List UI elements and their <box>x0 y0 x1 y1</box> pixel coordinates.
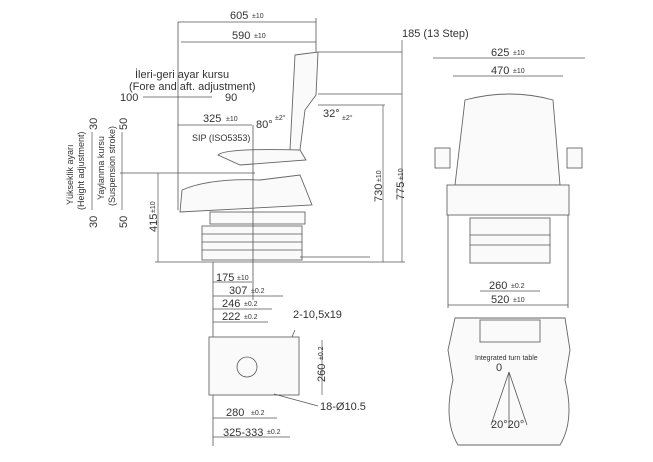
height-down: 30 <box>88 216 100 228</box>
angle-80: 80° <box>256 119 273 131</box>
dim-625: 625 <box>491 47 509 59</box>
tol-246: ±0.2 <box>244 301 258 308</box>
angle-32: 32° <box>323 108 340 120</box>
base-plate-view: 175 ±10 307 ±0.2 246 ±0.2 222 ±0.2 2-10,… <box>208 262 366 446</box>
dim-730: 730 <box>373 184 385 202</box>
dim-325-333: 325-333 <box>223 427 263 439</box>
dim-415: 415 <box>148 214 160 232</box>
top-view: Integrated turn table 0 20°20° <box>447 317 571 446</box>
height-up: 30 <box>88 118 100 130</box>
tol-280: ±0.2 <box>251 410 265 417</box>
dim-605: 605 <box>230 10 248 22</box>
backrest-step: 185 (13 Step) <box>402 28 469 40</box>
holes-label: 18-Ø10.5 <box>320 401 366 413</box>
height-adj-tr: Yükseklik ayarı <box>65 144 75 205</box>
dim-590: 590 <box>232 30 250 42</box>
tol-625: ±10 <box>513 50 525 57</box>
tol-260: ±0.2 <box>318 346 325 360</box>
turn-table-label: Integrated turn table <box>475 355 538 362</box>
tol-325-333: ±0.2 <box>267 429 281 436</box>
tol-520: ±10 <box>513 297 525 304</box>
suspension-bellows <box>201 225 303 261</box>
dim-775: 775 <box>395 182 407 200</box>
susp-down: 50 <box>118 216 130 228</box>
fore-aft-label-en: (Fore and aft. adjustment) <box>129 81 256 93</box>
slots-label: 2-10,5x19 <box>293 309 342 321</box>
side-view: 605 ±10 590 ±10 185 (13 Step) İleri-geri… <box>65 10 469 300</box>
tol-590: ±10 <box>254 33 266 40</box>
tol-775: ±10 <box>398 168 405 180</box>
suspension-front <box>469 217 551 264</box>
tol-307: ±0.2 <box>251 288 265 295</box>
susp-up: 50 <box>118 118 130 130</box>
dim-520: 520 <box>491 294 509 306</box>
turn-zero: 0 <box>496 362 502 374</box>
front-view: 625 ±10 470 ±10 260 ±0.2 520 ±10 <box>433 47 585 308</box>
backrest-front-shape <box>454 93 561 186</box>
left-armrest <box>434 147 451 169</box>
turn-hole <box>236 356 258 378</box>
dim-325: 325 <box>203 113 221 125</box>
fore-aft-label-tr: İleri-geri ayar kursu <box>135 68 229 81</box>
tol-32: ±2° <box>342 114 353 122</box>
dim-470: 470 <box>491 65 509 77</box>
base-plate-shape <box>208 336 300 396</box>
height-adj-en: (Height adjustment) <box>76 131 86 210</box>
susp-tr: Yaylanma kursu <box>96 136 106 200</box>
dim-260: 260 <box>316 364 328 382</box>
dim-280: 280 <box>226 407 244 419</box>
tol-175: ±10 <box>237 275 249 282</box>
tol-80: ±2° <box>275 114 286 122</box>
backrest-shape <box>289 51 319 151</box>
dim-246: 246 <box>222 298 240 310</box>
turn-angles: 20°20° <box>491 419 524 431</box>
dim-front-260: 260 <box>489 280 507 292</box>
seat-cushion-shape <box>179 174 313 213</box>
backrest-top <box>479 319 541 343</box>
slide-rail <box>209 211 306 225</box>
tol-730: ±10 <box>376 170 383 182</box>
fore-max: 90 <box>225 92 237 104</box>
susp-en: (Suspension stroke) <box>107 126 117 206</box>
dim-175: 175 <box>216 272 234 284</box>
dim-222: 222 <box>222 311 240 323</box>
fore-min: 100 <box>120 92 138 104</box>
tol-325: ±10 <box>226 116 238 123</box>
dim-307: 307 <box>229 285 247 297</box>
tol-415: ±10 <box>150 201 157 213</box>
armrest-shape <box>217 149 307 166</box>
sip-label: SIP (ISO5353) <box>192 133 250 143</box>
tol-605: ±10 <box>252 13 264 20</box>
tol-222: ±0.2 <box>244 314 258 321</box>
right-armrest <box>566 147 583 169</box>
tol-front-260: ±0.2 <box>511 283 525 290</box>
seat-front-shape <box>446 184 570 216</box>
tol-470: ±10 <box>513 68 525 75</box>
